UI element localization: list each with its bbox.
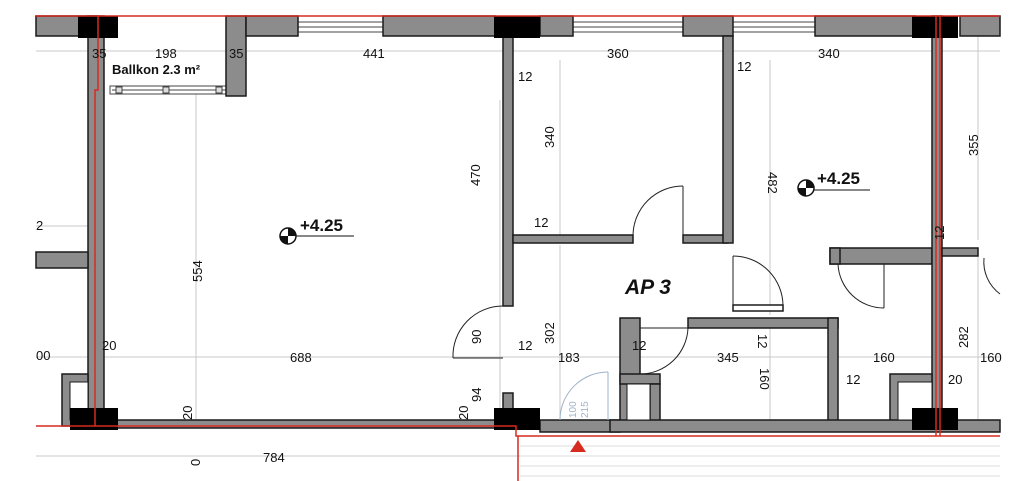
dim-top-441: 441 xyxy=(363,46,385,61)
balcony-window xyxy=(109,85,229,95)
dim-2: 2 xyxy=(36,218,43,233)
dim-v282: 282 xyxy=(956,326,971,348)
dim-h183: 183 xyxy=(558,350,580,365)
dim-20-a: 20 xyxy=(102,338,116,353)
dim-0: 0 xyxy=(188,459,203,466)
balcony-label: Ballkon 2.3 m² xyxy=(112,62,201,77)
doors xyxy=(452,185,1001,421)
walls xyxy=(35,15,1001,433)
dim-12-e: 12 xyxy=(632,338,646,353)
dim-h160b: 160 xyxy=(980,350,1002,365)
dim-top-35a: 35 xyxy=(92,46,106,61)
dim-v160: 160 xyxy=(757,368,772,390)
dim-v340: 340 xyxy=(542,126,557,148)
elevation-label-living: +4.25 xyxy=(300,216,343,235)
dim-12-b: 12 xyxy=(737,59,751,74)
dim-00: 00 xyxy=(36,348,50,363)
door-width-label: 100 xyxy=(568,401,579,418)
elevation-marker-living xyxy=(279,227,354,245)
dim-20-d: 20 xyxy=(456,406,471,420)
dim-20-c: 20 xyxy=(180,406,195,420)
dim-v470: 470 xyxy=(468,164,483,186)
entry-arrow-icon xyxy=(570,440,586,452)
dim-v482: 482 xyxy=(765,172,780,194)
dim-h784: 784 xyxy=(263,450,285,465)
dim-v90: 90 xyxy=(469,330,484,344)
dim-12-c: 12 xyxy=(534,215,548,230)
dim-top-198: 198 xyxy=(155,46,177,61)
dim-v302: 302 xyxy=(542,322,557,344)
dim-12-g: 12 xyxy=(846,372,860,387)
door-height-label: 215 xyxy=(580,401,591,418)
dim-12-f: 12 xyxy=(755,334,770,348)
columns xyxy=(70,16,958,430)
dimension-lines xyxy=(36,30,1000,457)
dim-12-d: 12 xyxy=(518,338,532,353)
dim-top-360: 360 xyxy=(607,46,629,61)
dim-top-35b: 35 xyxy=(229,46,243,61)
dim-v94: 94 xyxy=(469,388,484,402)
dim-12-a: 12 xyxy=(518,69,532,84)
elevation-label-bedroom: +4.25 xyxy=(817,169,860,188)
elevation-marker-bedroom xyxy=(797,179,870,197)
dim-h160: 160 xyxy=(873,350,895,365)
apartment-label: AP 3 xyxy=(624,276,671,299)
corridor-hatch xyxy=(520,445,1000,477)
dim-h345: 345 xyxy=(717,350,739,365)
elevation-markers xyxy=(279,179,870,245)
dim-top-340: 340 xyxy=(818,46,840,61)
dim-v355: 355 xyxy=(966,134,981,156)
dim-h688: 688 xyxy=(290,350,312,365)
dim-v554: 554 xyxy=(190,260,205,282)
property-line xyxy=(36,15,1000,481)
dim-12-h: 12 xyxy=(932,226,947,240)
dim-20-b: 20 xyxy=(948,372,962,387)
